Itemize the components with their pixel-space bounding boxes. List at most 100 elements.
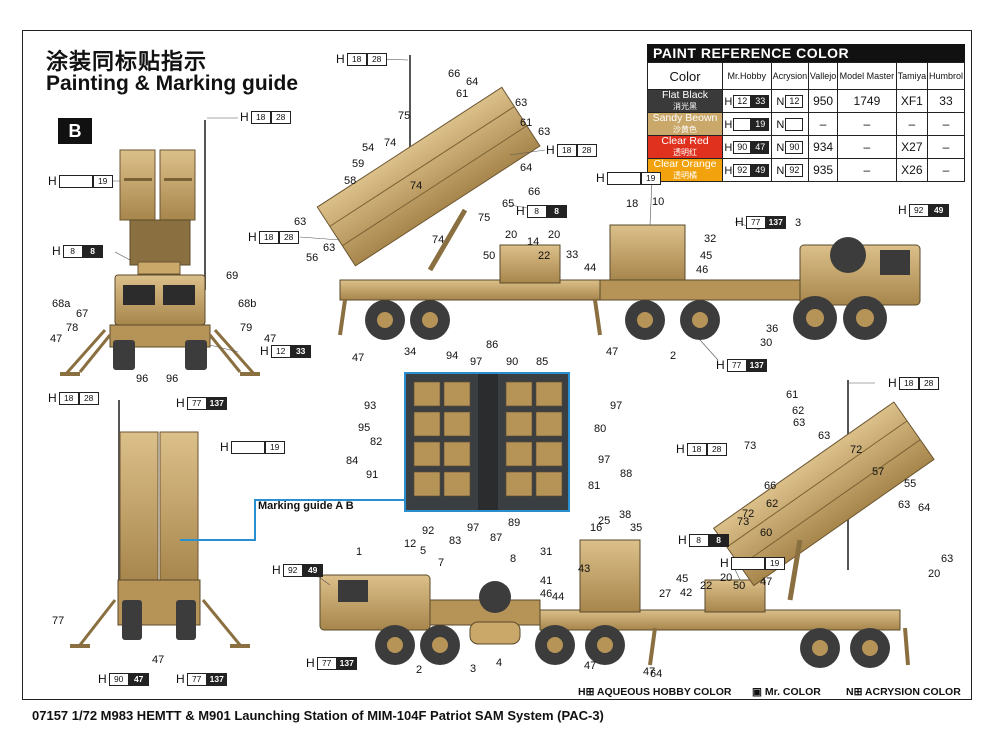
hobby-code: 33	[751, 95, 770, 109]
callout-box	[730, 556, 765, 570]
part-number: 4	[496, 657, 503, 669]
part-number: 94	[446, 350, 459, 362]
callout-box: 77	[316, 656, 337, 670]
callout-box: 18	[556, 143, 577, 157]
hobby-code: 19	[751, 118, 770, 132]
callout-code: 28	[918, 376, 939, 390]
callout-code: 19	[264, 440, 285, 454]
part-number: 83	[449, 535, 462, 547]
part-number: 95	[358, 422, 371, 434]
callout-letter: H	[260, 344, 269, 358]
callout-letter: H	[678, 533, 687, 547]
part-number: 64	[650, 668, 663, 680]
callout-box: 18	[58, 391, 79, 405]
part-number: 7	[438, 557, 445, 569]
callout-letter: H	[272, 563, 281, 577]
hobby-box: 92	[733, 164, 752, 178]
part-number: 47	[760, 576, 773, 588]
part-number: 73	[737, 516, 750, 528]
part-number: 62	[792, 405, 805, 417]
part-number: 61	[456, 88, 469, 100]
callout-code: 47	[128, 672, 149, 686]
part-number: 74	[432, 234, 445, 246]
paint-name: Clear Orange	[653, 158, 717, 170]
callout-box: 77	[186, 396, 207, 410]
part-number: 22	[700, 580, 713, 592]
part-number: 78	[66, 322, 79, 334]
part-number: 92	[422, 525, 435, 537]
side-view-upper	[316, 55, 921, 340]
callout-box: 90	[108, 672, 129, 686]
col-acrysion: Acrysion	[770, 62, 810, 90]
acrysion-box: 12	[785, 95, 804, 109]
part-number: 91	[366, 469, 379, 481]
part-number: 46	[540, 588, 553, 600]
callout-box: 77	[186, 672, 207, 686]
part-number: 82	[370, 436, 383, 448]
hobby-code: 49	[751, 164, 770, 178]
part-number: 88	[620, 468, 633, 480]
callout-code: 49	[928, 203, 949, 217]
callout-code: 28	[270, 110, 291, 124]
callout-box: 77	[726, 358, 747, 372]
part-number: 2	[670, 350, 677, 362]
part-number: 44	[552, 591, 565, 603]
part-number: 96	[166, 373, 179, 385]
part-number: 20	[928, 568, 941, 580]
part-number: 34	[404, 346, 417, 358]
callout-code: 19	[764, 556, 785, 570]
model-master-cell: 1749	[837, 89, 897, 113]
part-number: 33	[566, 249, 579, 261]
part-number: 67	[76, 308, 89, 320]
callout-letter: H	[596, 171, 605, 185]
legend-acrysion: N⊞ ACRYSION COLOR	[846, 686, 961, 698]
callout-code: 28	[706, 442, 727, 456]
callout-box: 12	[270, 344, 291, 358]
callout-box: 8	[526, 204, 547, 218]
part-number: 45	[700, 250, 713, 262]
part-number: 80	[594, 423, 607, 435]
part-number: 69	[226, 270, 239, 282]
paint-name-cn: 透明橘	[673, 171, 697, 180]
marking-guide-label: Marking guide A B	[258, 500, 354, 512]
part-number: 96	[136, 373, 149, 385]
part-number: 63	[515, 97, 528, 109]
part-number: 1	[356, 546, 363, 558]
part-number: 2	[416, 664, 423, 676]
part-number: 3	[795, 217, 802, 229]
part-number: 64	[520, 162, 533, 174]
paint-name-cn: 透明红	[673, 148, 697, 157]
part-number: 27	[659, 588, 672, 600]
callout-code: 137	[765, 215, 786, 229]
part-number: 47	[152, 654, 165, 666]
part-number: 8	[510, 553, 517, 565]
acrysion-box: 90	[785, 141, 804, 155]
paint-name: Sandy Beown	[652, 112, 718, 124]
part-number: 50	[733, 580, 746, 592]
part-number: 55	[904, 478, 917, 490]
part-number: 20	[720, 572, 733, 584]
part-number: 14	[527, 236, 540, 248]
acrysion-box: 92	[785, 164, 804, 178]
callout-code: 8	[82, 244, 103, 258]
part-number: 10	[652, 196, 665, 208]
part-number: 35	[630, 522, 643, 534]
callout-code: 28	[576, 143, 597, 157]
part-number: 79	[240, 322, 253, 334]
part-number: 47	[352, 352, 365, 364]
part-number: 63	[323, 242, 336, 254]
part-number: 45	[676, 573, 689, 585]
part-number: 3	[470, 663, 477, 675]
